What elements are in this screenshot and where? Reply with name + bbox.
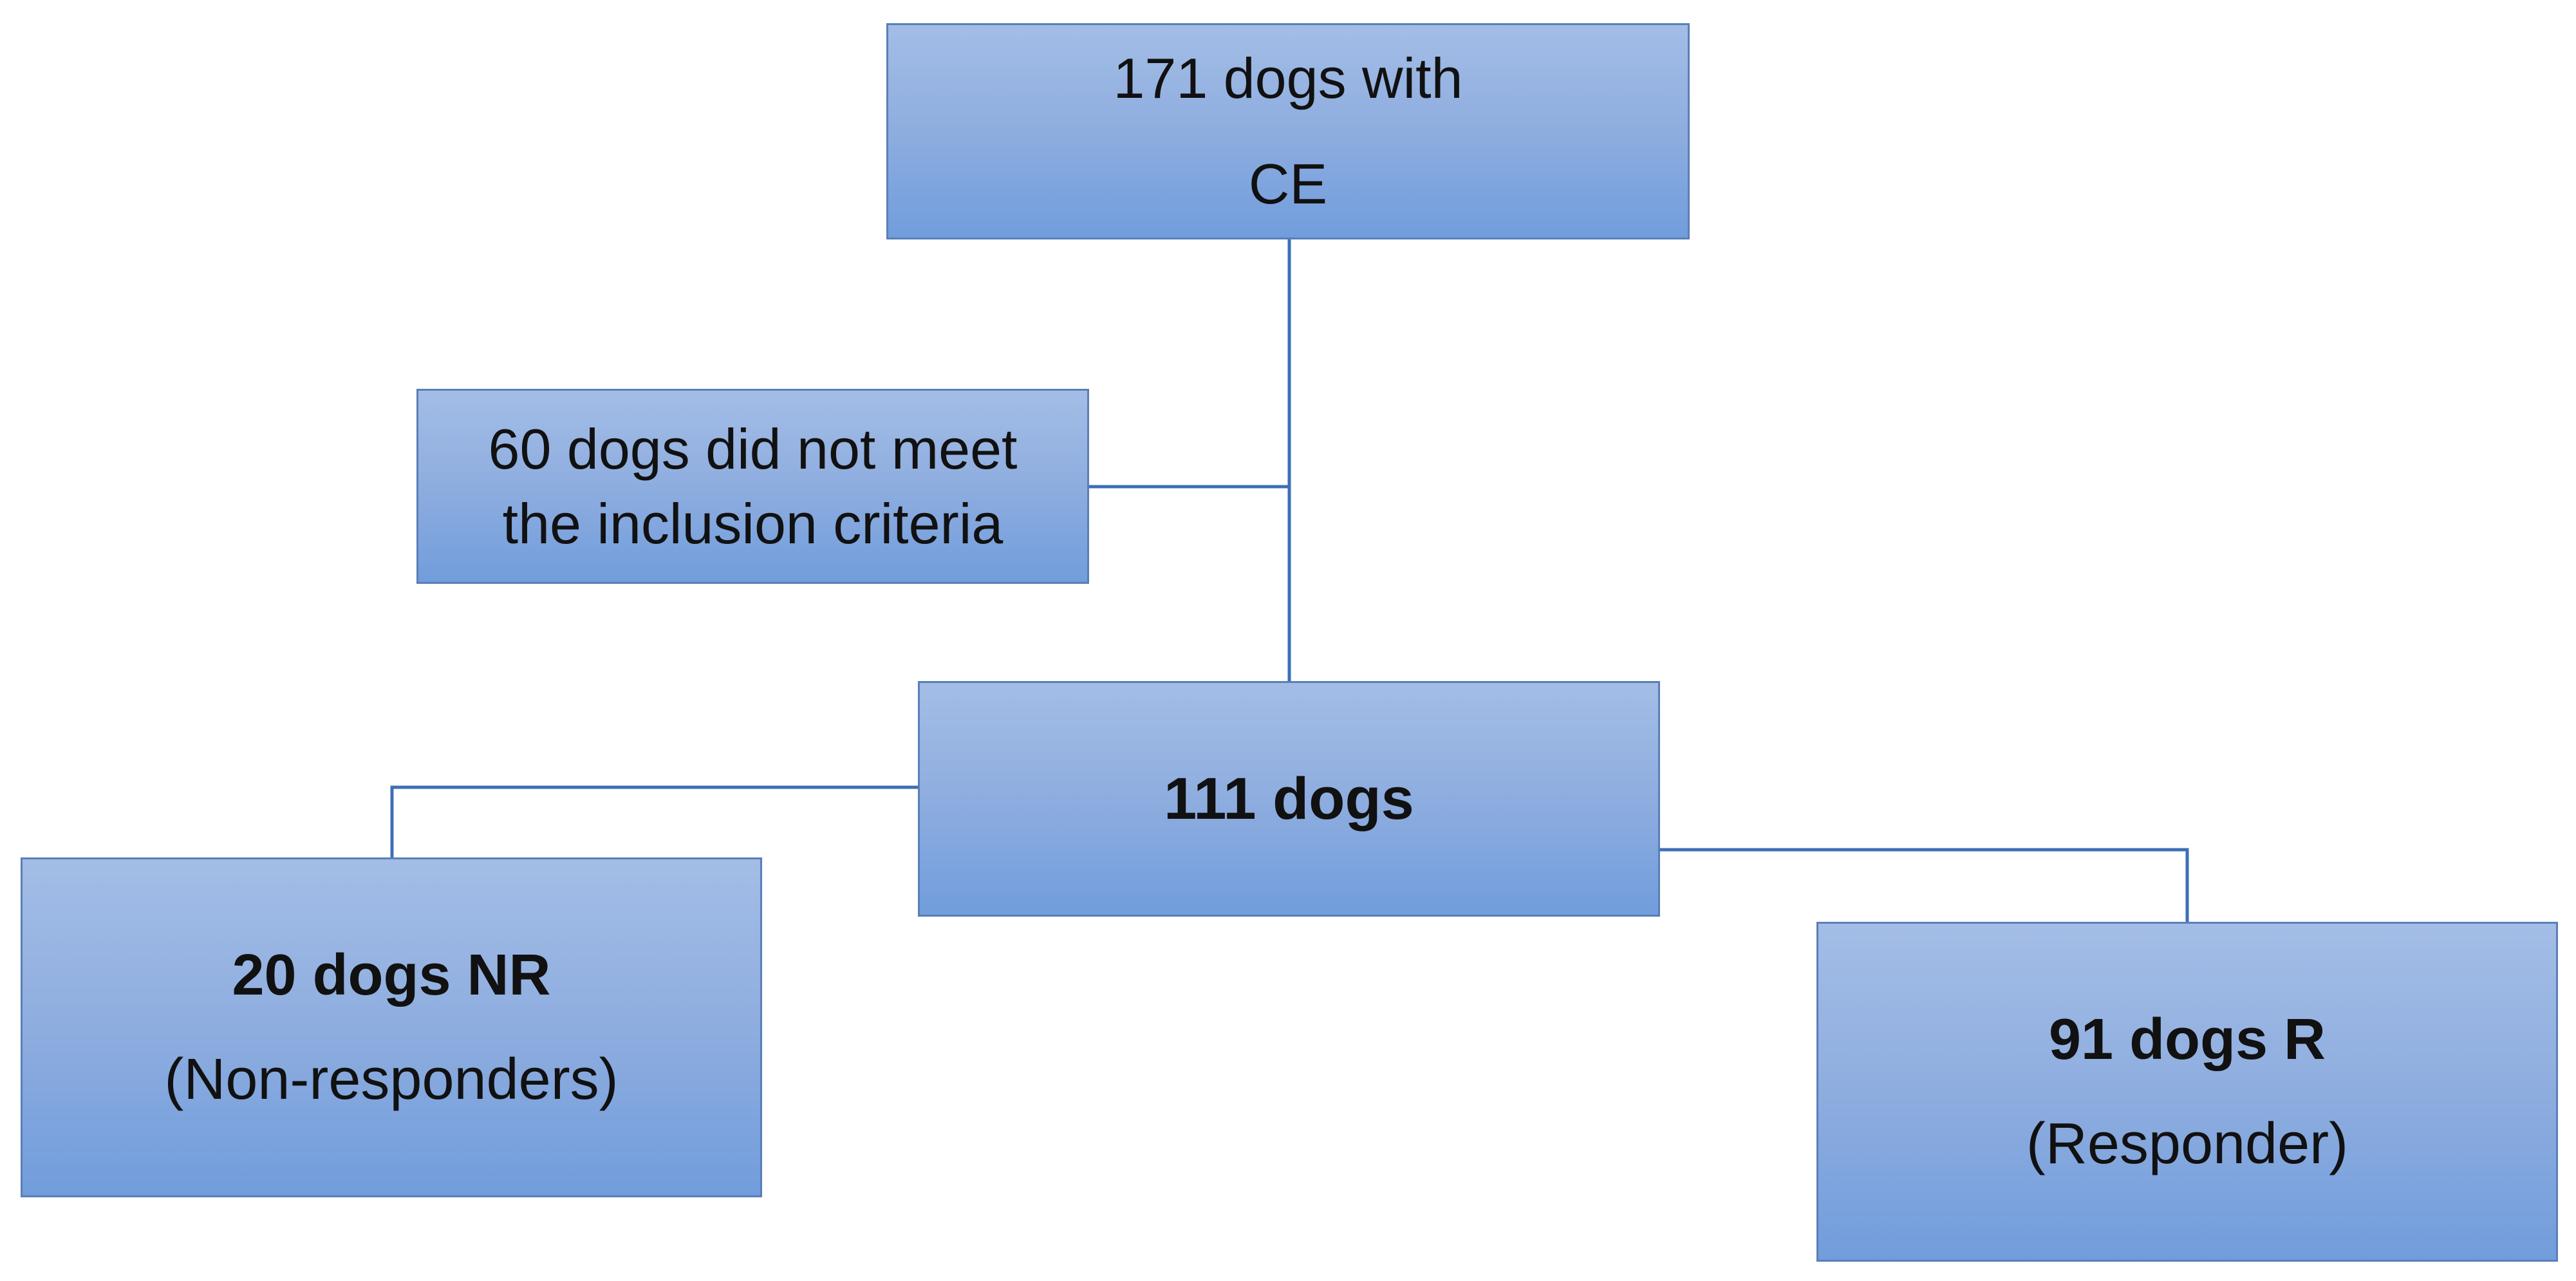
connector-included-to-responders xyxy=(1660,848,2189,922)
connector-included-to-non-responders xyxy=(390,785,918,857)
excluded-box-line-2: the inclusion criteria xyxy=(502,491,1003,556)
responders-label: (Responder) xyxy=(2026,1112,2349,1176)
included-box-label: 111 dogs xyxy=(1164,765,1414,832)
non-responders-count: 20 dogs NR xyxy=(232,943,551,1007)
start-box-line-1: 171 dogs with xyxy=(1113,46,1463,110)
excluded-box: 60 dogs did not meet the inclusion crite… xyxy=(416,389,1089,584)
included-box: 111 dogs xyxy=(918,681,1660,917)
excluded-box-line-1: 60 dogs did not meet xyxy=(488,416,1018,481)
start-box-line-2: CE xyxy=(1248,152,1328,216)
start-box-all-dogs: 171 dogs with CE xyxy=(886,23,1690,239)
responders-count: 91 dogs R xyxy=(2048,1007,2326,1072)
responders-box: 91 dogs R (Responder) xyxy=(1816,922,2558,1262)
non-responders-label: (Non-responders) xyxy=(164,1047,619,1112)
non-responders-box: 20 dogs NR (Non-responders) xyxy=(21,857,762,1197)
